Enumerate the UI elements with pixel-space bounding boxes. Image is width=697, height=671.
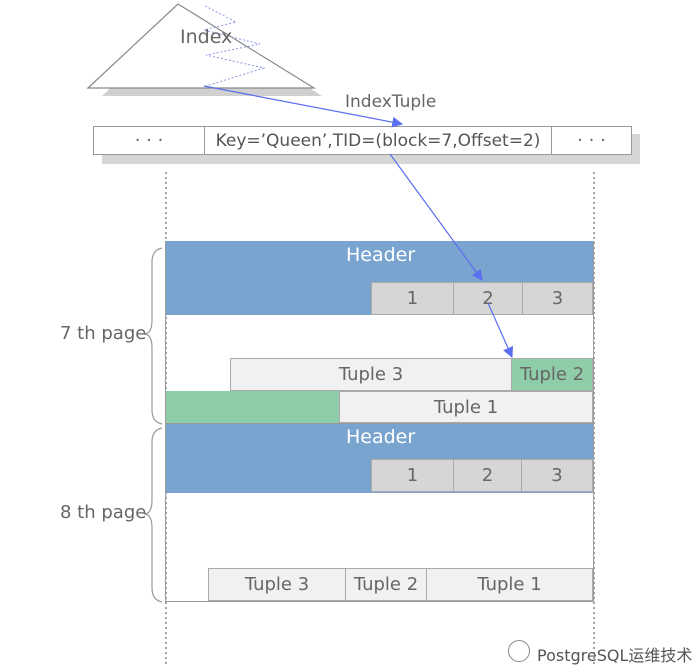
page8-tuple3: Tuple 3	[208, 568, 346, 601]
page7-header-label: Header	[346, 244, 416, 266]
page7-line-pointer-3: 3	[522, 282, 593, 315]
page7-label: 7 th page	[60, 323, 147, 344]
page8-tuple2: Tuple 2	[345, 568, 427, 601]
page8-line-pointer-3: 3	[521, 459, 593, 492]
index-search-path	[203, 5, 266, 87]
page7-line-pointer-2: 2	[453, 282, 523, 315]
index-tuple-key: Key=’Queen’,TID=(block=7,Offset=2)	[204, 126, 552, 155]
page7-brace	[143, 247, 163, 425]
page8-line-pointer-2: 2	[453, 459, 522, 492]
index-label: Index	[180, 26, 233, 48]
page8-header-label: Header	[346, 426, 416, 448]
page8-line-pointer-1: 1	[371, 459, 454, 492]
page8-brace	[143, 427, 163, 603]
watermark-text: PostgreSQL运维技术	[537, 646, 693, 665]
wechat-icon	[508, 640, 530, 662]
page8-label: 8 th page	[60, 502, 147, 523]
page7-tuple2: Tuple 2	[511, 358, 593, 391]
page7-free-fill	[166, 391, 340, 423]
index-tuple-left-ellipsis: · · ·	[93, 126, 205, 155]
page8-tuple1: Tuple 1	[426, 568, 593, 601]
index-tuple-right-ellipsis: · · ·	[551, 126, 632, 155]
page7-tuple1: Tuple 1	[339, 391, 593, 423]
page7-line-pointer-1: 1	[371, 282, 454, 315]
index-tuple-caption: IndexTuple	[345, 92, 437, 112]
page7-tuple3: Tuple 3	[230, 358, 512, 391]
